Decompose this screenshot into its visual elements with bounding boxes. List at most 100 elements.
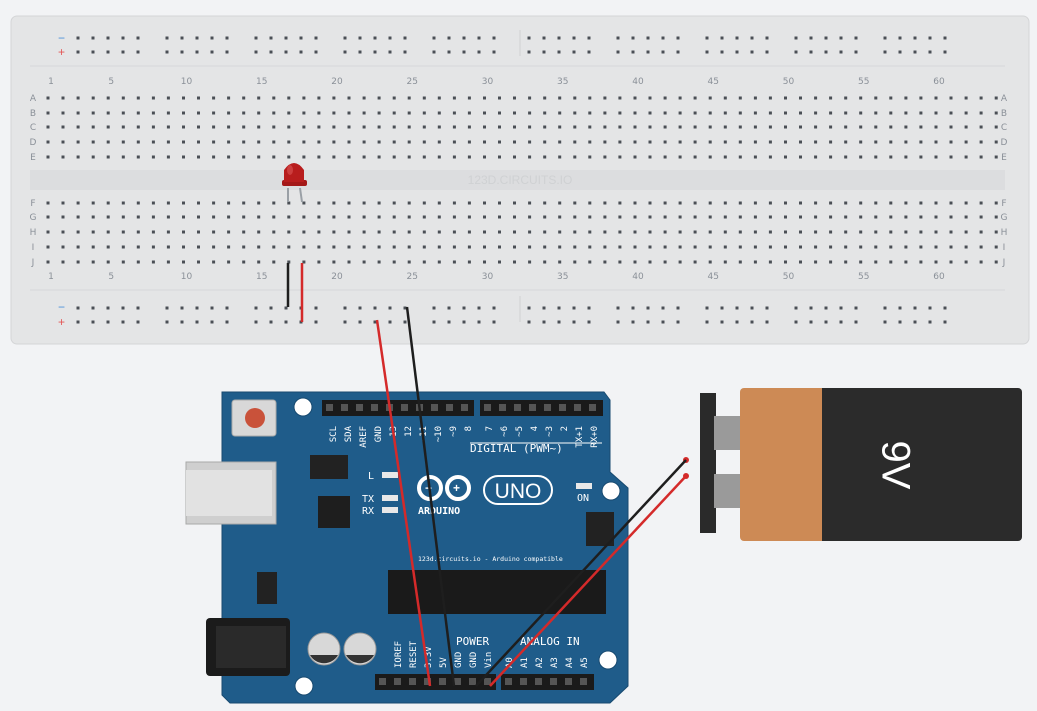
- breadboard-hole[interactable]: [483, 260, 486, 264]
- breadboard-hole[interactable]: [182, 215, 185, 219]
- breadboard-hole[interactable]: [437, 230, 441, 234]
- breadboard-hole[interactable]: [151, 96, 155, 100]
- breadboard-hole[interactable]: [859, 155, 863, 159]
- breadboard-hole[interactable]: [799, 140, 802, 144]
- breadboard-hole[interactable]: [784, 155, 787, 159]
- breadboard-hole[interactable]: [768, 201, 772, 205]
- rail-hole[interactable]: [676, 320, 680, 324]
- breadboard-hole[interactable]: [347, 96, 351, 100]
- breadboard-hole[interactable]: [678, 96, 682, 100]
- breadboard-hole[interactable]: [784, 125, 787, 129]
- breadboard-hole[interactable]: [723, 140, 727, 144]
- rail-hole[interactable]: [661, 320, 665, 324]
- rail-hole[interactable]: [587, 50, 591, 54]
- breadboard-hole[interactable]: [768, 245, 772, 249]
- breadboard-hole[interactable]: [227, 245, 231, 249]
- breadboard-hole[interactable]: [151, 230, 155, 234]
- breadboard-hole[interactable]: [257, 215, 261, 219]
- breadboard-hole[interactable]: [558, 201, 562, 205]
- breadboard-hole[interactable]: [964, 201, 968, 205]
- breadboard-hole[interactable]: [498, 245, 501, 249]
- rail-hole[interactable]: [854, 36, 858, 40]
- breadboard-hole[interactable]: [618, 230, 622, 234]
- breadboard-hole[interactable]: [964, 230, 968, 234]
- rail-hole[interactable]: [542, 306, 546, 310]
- breadboard-hole[interactable]: [302, 245, 306, 249]
- breadboard-hole[interactable]: [377, 230, 381, 234]
- breadboard-hole[interactable]: [889, 260, 893, 264]
- breadboard-hole[interactable]: [513, 230, 516, 234]
- breadboard-hole[interactable]: [437, 155, 441, 159]
- breadboard-hole[interactable]: [979, 155, 983, 159]
- breadboard-hole[interactable]: [618, 96, 622, 100]
- rail-hole[interactable]: [854, 320, 858, 324]
- breadboard-hole[interactable]: [633, 111, 637, 115]
- breadboard-hole[interactable]: [407, 96, 411, 100]
- breadboard-hole[interactable]: [874, 201, 878, 205]
- breadboard-hole[interactable]: [287, 96, 291, 100]
- breadboard-hole[interactable]: [437, 201, 441, 205]
- breadboard-hole[interactable]: [197, 111, 200, 115]
- black-wire-gnd-to-breadboard[interactable]: [405, 306, 456, 687]
- breadboard-hole[interactable]: [317, 215, 321, 219]
- rail-hole[interactable]: [373, 50, 377, 54]
- rail-hole[interactable]: [492, 50, 496, 54]
- breadboard-hole[interactable]: [136, 125, 140, 129]
- rail-hole[interactable]: [136, 36, 140, 40]
- breadboard-hole[interactable]: [603, 96, 607, 100]
- breadboard-hole[interactable]: [498, 201, 501, 205]
- rail-hole[interactable]: [883, 36, 887, 40]
- breadboard-hole[interactable]: [151, 155, 155, 159]
- rail-hole[interactable]: [572, 36, 576, 40]
- breadboard-hole[interactable]: [422, 215, 426, 219]
- breadboard-hole[interactable]: [76, 260, 80, 264]
- breadboard-hole[interactable]: [121, 201, 125, 205]
- breadboard-hole[interactable]: [543, 245, 547, 249]
- breadboard-hole[interactable]: [844, 155, 848, 159]
- breadboard-hole[interactable]: [317, 155, 321, 159]
- rail-hole[interactable]: [646, 50, 650, 54]
- breadboard-hole[interactable]: [197, 230, 200, 234]
- breadboard-hole[interactable]: [377, 111, 381, 115]
- breadboard-hole[interactable]: [513, 96, 516, 100]
- breadboard-hole[interactable]: [919, 111, 923, 115]
- breadboard-hole[interactable]: [919, 140, 923, 144]
- breadboard-hole[interactable]: [693, 230, 697, 234]
- breadboard-hole[interactable]: [588, 140, 592, 144]
- breadboard-hole[interactable]: [588, 201, 592, 205]
- breadboard-hole[interactable]: [618, 111, 622, 115]
- rail-hole[interactable]: [254, 50, 258, 54]
- breadboard-hole[interactable]: [332, 245, 336, 249]
- breadboard-hole[interactable]: [422, 245, 426, 249]
- breadboard-hole[interactable]: [76, 201, 80, 205]
- breadboard-hole[interactable]: [61, 155, 65, 159]
- rail-hole[interactable]: [839, 36, 843, 40]
- breadboard-hole[interactable]: [166, 96, 170, 100]
- breadboard-hole[interactable]: [76, 155, 80, 159]
- breadboard-hole[interactable]: [347, 140, 351, 144]
- rail-hole[interactable]: [136, 306, 140, 310]
- breadboard-hole[interactable]: [46, 96, 50, 100]
- breadboard-hole[interactable]: [166, 125, 170, 129]
- breadboard-hole[interactable]: [392, 215, 396, 219]
- breadboard-hole[interactable]: [227, 140, 231, 144]
- breadboard-hole[interactable]: [708, 140, 712, 144]
- rail-hole[interactable]: [824, 320, 828, 324]
- breadboard-hole[interactable]: [151, 245, 155, 249]
- breadboard-hole[interactable]: [844, 125, 848, 129]
- breadboard-hole[interactable]: [738, 96, 742, 100]
- breadboard-hole[interactable]: [934, 230, 938, 234]
- breadboard-hole[interactable]: [91, 201, 95, 205]
- rail-hole[interactable]: [883, 306, 887, 310]
- rail-hole[interactable]: [765, 320, 769, 324]
- breadboard-hole[interactable]: [558, 140, 562, 144]
- rail-hole[interactable]: [943, 320, 947, 324]
- breadboard-hole[interactable]: [738, 230, 742, 234]
- breadboard-hole[interactable]: [182, 140, 185, 144]
- rail-hole[interactable]: [661, 306, 665, 310]
- breadboard-hole[interactable]: [377, 155, 381, 159]
- rail-hole[interactable]: [343, 320, 347, 324]
- breadboard-hole[interactable]: [317, 201, 321, 205]
- breadboard-hole[interactable]: [994, 260, 998, 264]
- breadboard-hole[interactable]: [814, 140, 818, 144]
